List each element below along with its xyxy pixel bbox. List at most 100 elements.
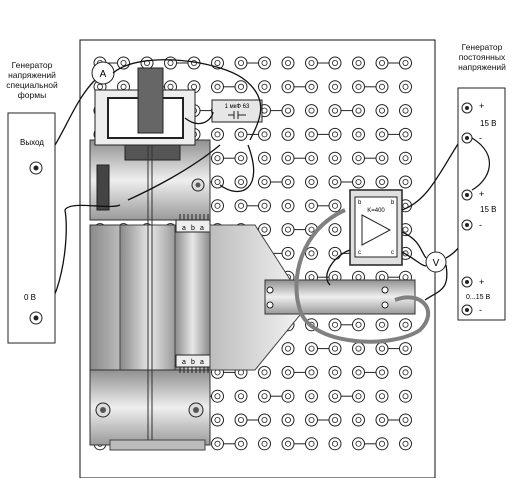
socket-hole — [261, 83, 268, 90]
socket-hole — [402, 369, 409, 376]
socket-hole — [284, 393, 291, 400]
socket-hole — [378, 107, 385, 114]
socket-hole — [284, 131, 291, 138]
socket-hole — [331, 345, 338, 352]
opamp-module: K=400 b b c c — [349, 189, 403, 266]
socket-hole — [331, 83, 338, 90]
socket-hole — [167, 60, 174, 67]
socket-hole — [308, 83, 315, 90]
socket-hole — [261, 202, 268, 209]
right-plus-2: + — [479, 189, 484, 199]
plate-label-top-2: b — [191, 225, 195, 232]
socket-hole — [308, 107, 315, 114]
socket-hole — [97, 83, 104, 90]
socket-hole — [284, 226, 291, 233]
socket-hole — [261, 155, 268, 162]
socket-hole — [331, 321, 338, 328]
socket-hole — [402, 155, 409, 162]
socket-hole — [331, 393, 338, 400]
socket-hole — [331, 369, 338, 376]
plate-label-top-1: a — [182, 225, 186, 232]
socket-hole — [308, 274, 315, 281]
socket-hole — [308, 178, 315, 185]
plate-label-bottom-2: b — [191, 359, 195, 366]
socket-hole — [355, 393, 362, 400]
electrode-apparatus: a b a a b a — [89, 139, 211, 451]
socket-hole — [214, 131, 221, 138]
socket-hole — [402, 345, 409, 352]
opamp-pin-bottom-right: c — [391, 250, 394, 256]
socket-hole — [308, 202, 315, 209]
socket-hole — [120, 60, 127, 67]
socket-hole — [214, 178, 221, 185]
socket-hole — [355, 345, 362, 352]
socket-hole — [378, 321, 385, 328]
socket-hole — [355, 416, 362, 423]
right-plus-3: + — [479, 277, 484, 287]
right-title-line-1: Генератор — [461, 42, 503, 52]
socket-hole — [378, 416, 385, 423]
socket-hole — [308, 131, 315, 138]
socket-hole — [214, 393, 221, 400]
socket-hole — [237, 393, 244, 400]
socket-hole — [378, 440, 385, 447]
right-title-line-2: постоянных — [458, 52, 506, 62]
ammeter-label: A — [100, 69, 107, 80]
bracket-fan — [209, 224, 416, 371]
socket-hole — [308, 250, 315, 257]
socket-hole — [284, 83, 291, 90]
opamp-pin-top-right: b — [391, 200, 395, 206]
socket-hole — [331, 178, 338, 185]
socket-hole — [378, 393, 385, 400]
right-v-2: 15 В — [480, 205, 496, 214]
socket-hole — [402, 60, 409, 67]
plate-label-top-3: a — [200, 225, 204, 232]
socket-hole — [261, 393, 268, 400]
socket-hole — [308, 440, 315, 447]
socket-hole — [284, 60, 291, 67]
socket-hole — [284, 178, 291, 185]
socket-hole — [355, 369, 362, 376]
capacitor-label: 1 мкФ 63 — [225, 104, 250, 110]
socket-hole — [331, 440, 338, 447]
socket-hole — [214, 83, 221, 90]
socket-hole — [308, 60, 315, 67]
socket-hole — [284, 369, 291, 376]
socket-hole — [402, 83, 409, 90]
socket-hole — [331, 274, 338, 281]
socket-hole — [237, 178, 244, 185]
opamp-gain-label: K=400 — [367, 208, 385, 214]
socket-hole — [378, 178, 385, 185]
socket-hole — [237, 60, 244, 67]
socket-hole — [378, 155, 385, 162]
socket-hole — [308, 416, 315, 423]
socket-hole — [214, 202, 221, 209]
socket-hole — [284, 440, 291, 447]
capacitor: 1 мкФ 63 — [211, 99, 263, 123]
socket-hole — [261, 178, 268, 185]
socket-hole — [378, 274, 385, 281]
socket-hole — [355, 274, 362, 281]
socket-hole — [214, 416, 221, 423]
left-output-label: Выход — [20, 138, 44, 147]
socket-hole — [331, 226, 338, 233]
socket-hole — [308, 155, 315, 162]
socket-hole — [237, 131, 244, 138]
socket-hole — [355, 107, 362, 114]
socket-hole — [402, 274, 409, 281]
right-minus-1: - — [479, 133, 482, 143]
socket-hole — [355, 131, 362, 138]
left-generator-title: Генератор напряжений специальной формы — [0, 60, 64, 100]
socket-hole — [402, 321, 409, 328]
socket-hole — [261, 131, 268, 138]
voltmeter: V — [425, 251, 447, 273]
socket-hole — [331, 107, 338, 114]
socket-hole — [308, 393, 315, 400]
socket-hole — [355, 60, 362, 67]
socket-hole — [237, 83, 244, 90]
right-minus-2: - — [479, 220, 482, 230]
socket-hole — [331, 60, 338, 67]
left-title-line-4: формы — [17, 90, 47, 100]
socket-hole — [284, 155, 291, 162]
